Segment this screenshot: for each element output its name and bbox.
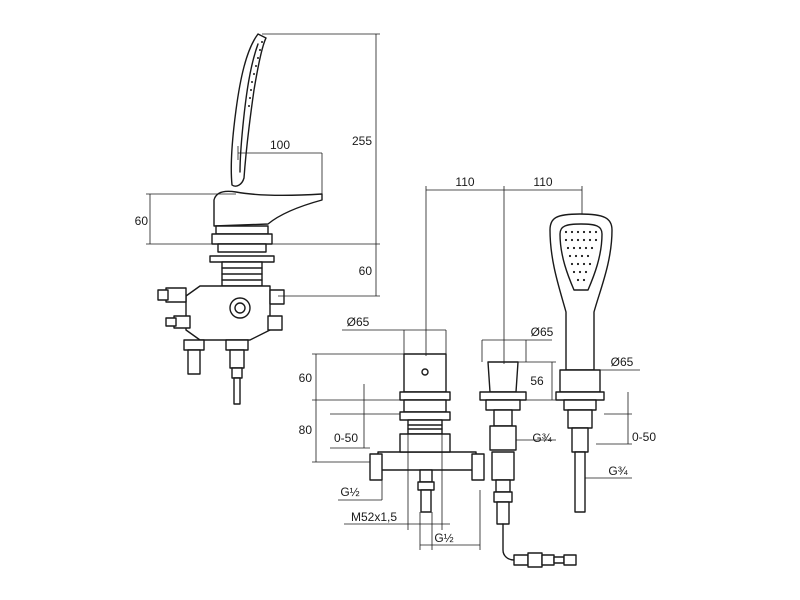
connector-right-lower xyxy=(267,315,283,331)
dim-valve-thread: G¾ xyxy=(532,431,552,445)
hand-shower-head xyxy=(549,213,613,371)
dim-handle-offset: 100 xyxy=(270,138,290,152)
valve-block xyxy=(185,285,271,341)
shower-nozzles xyxy=(564,230,598,282)
front-view-dimensions: 110 110 Ø65 Ø65 Ø65 56 60 80 0-50 xyxy=(299,175,656,550)
dim-valve-diameter: Ø65 xyxy=(531,325,554,339)
spout-base xyxy=(215,225,269,235)
dim-spout-diameter: Ø65 xyxy=(347,315,370,329)
lever-handle xyxy=(230,33,267,187)
dim-spout-front-height: 60 xyxy=(299,371,313,385)
dim-spacing-right: 110 xyxy=(533,175,552,189)
dim-spout-height: 60 xyxy=(359,264,373,278)
mount-nut xyxy=(209,255,275,263)
spout-body xyxy=(213,190,323,227)
dim-deck-thickness-right: 0-50 xyxy=(632,430,656,444)
side-view xyxy=(157,33,323,405)
dim-mount-thread: M52x1,5 xyxy=(351,510,397,524)
hand-shower-front xyxy=(502,213,613,568)
dim-body-height-left: 60 xyxy=(135,214,149,228)
connector-right-upper xyxy=(269,289,285,305)
dim-deck-thickness-left: 0-50 xyxy=(334,431,358,445)
inlet-pipe-right xyxy=(225,339,249,351)
hose-pipe xyxy=(574,451,586,513)
valve-front xyxy=(479,361,527,525)
dim-total-height: 255 xyxy=(352,134,372,148)
mixer-block xyxy=(377,451,477,471)
connector-left-upper xyxy=(165,287,187,303)
dim-shower-diameter: Ø65 xyxy=(611,355,634,369)
handle-dots xyxy=(248,41,263,107)
lever-handle-inner xyxy=(239,43,259,173)
valve-knob xyxy=(487,361,519,393)
base-collar xyxy=(217,243,267,253)
dim-inlet-thread-left: G½ xyxy=(340,485,359,499)
base-ring xyxy=(211,233,273,245)
spout-front-head xyxy=(403,353,447,393)
spout-front xyxy=(369,353,485,513)
dim-spacing-left: 110 xyxy=(455,175,474,189)
dim-deck-height: 80 xyxy=(299,423,313,437)
inlet-pipe-left xyxy=(183,339,205,351)
dim-hose-thread: G¾ xyxy=(608,464,628,478)
side-view-dimensions: 100 255 60 60 xyxy=(135,33,380,297)
dim-inlet-thread-bottom: G½ xyxy=(434,531,453,545)
dim-valve-height: 56 xyxy=(530,374,544,388)
